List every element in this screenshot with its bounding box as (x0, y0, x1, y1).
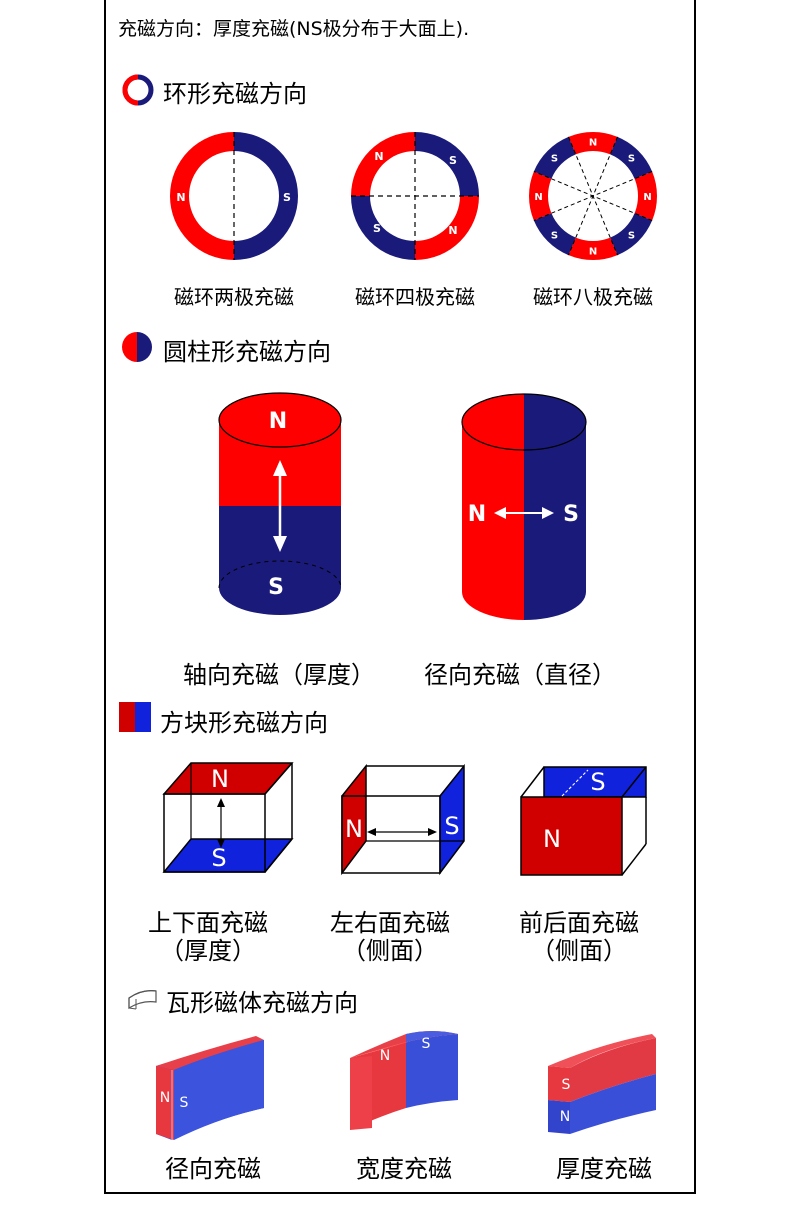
pole-label: N (160, 1090, 170, 1106)
ring-segment-south (234, 132, 298, 260)
pole-label: S (562, 1077, 571, 1093)
ring-segment-south (610, 136, 653, 179)
block-top-bottom-label-1: 上下面充磁 (148, 909, 268, 937)
block-section-title: 方块形充磁方向 (160, 709, 328, 737)
ring-segment-south (533, 136, 576, 179)
ring-segment-north (529, 171, 552, 221)
header-note: 充磁方向：厚度充磁(NS极分布于大面上). (118, 18, 470, 40)
pole-label: N (269, 409, 287, 434)
ring-two-pole-label: 磁环两极充磁 (174, 285, 294, 309)
block-top-bottom-diagram: N S (162, 762, 294, 873)
ring-two-pole-diagram: N S (170, 132, 298, 260)
pole-label: N (543, 825, 561, 853)
pole-label: N (534, 192, 542, 203)
arc-width-diagram: N S (350, 1031, 458, 1130)
pole-label: S (449, 154, 457, 167)
block-left-right-label-1: 左右面充磁 (330, 909, 450, 937)
half-circle-icon (122, 332, 152, 362)
pole-label: N (589, 138, 597, 149)
block-front-back-label-1: 前后面充磁 (519, 909, 639, 937)
ring-segment-north (170, 132, 234, 260)
pole-label: S (551, 153, 558, 164)
ring-segment-south (351, 196, 415, 260)
pole-label: N (643, 192, 651, 203)
pole-label: N (374, 150, 383, 163)
ring-section-title: 环形充磁方向 (163, 80, 307, 108)
ring-segment-north (634, 171, 657, 221)
cylinder-radial-label: 径向充磁（直径） (424, 661, 616, 689)
ring-segment-south (533, 213, 576, 256)
pole-label: S (551, 231, 558, 242)
cylinder-axial-diagram: N S (218, 392, 342, 615)
ring-segment-north (568, 132, 618, 155)
red-blue-square-icon (119, 702, 151, 732)
pole-label: N (560, 1109, 570, 1125)
arc-thickness-diagram: S N (548, 1034, 656, 1134)
block-left-right-diagram: N S (341, 763, 465, 876)
cylinder-axial-label: 轴向充磁（厚度） (183, 661, 375, 689)
pole-label: S (563, 502, 579, 527)
pole-label: N (176, 191, 185, 204)
arc-section-title: 瓦形磁体充磁方向 (166, 989, 358, 1017)
arc-thickness-label: 厚度充磁 (556, 1155, 652, 1183)
ring-segment-south (610, 213, 653, 256)
pole-label: S (373, 222, 381, 235)
pole-label: N (468, 502, 486, 527)
arc-width-label: 宽度充磁 (356, 1155, 452, 1183)
ring-eight-pole-diagram: N S N S N S N S (529, 132, 657, 260)
ring-segment-north (568, 237, 618, 260)
arc-segment-icon (128, 990, 157, 1010)
pole-label: S (444, 812, 459, 840)
block-top-bottom-label-2: （厚度） (160, 937, 256, 965)
ring-segment-south (415, 132, 479, 196)
arc-radial-diagram: N S (156, 1036, 264, 1140)
pole-label: S (628, 153, 635, 164)
pole-label: S (211, 844, 226, 872)
ring-segment-north (415, 196, 479, 260)
arc-radial-label: 径向充磁 (165, 1155, 261, 1183)
pole-label: N (380, 1048, 390, 1064)
pole-label: S (590, 768, 605, 796)
content-frame (104, 0, 696, 1194)
pole-label: N (211, 765, 229, 793)
pole-label: N (448, 224, 457, 237)
block-front-back-label-2: （侧面） (531, 937, 627, 965)
cylinder-section-title: 圆柱形充磁方向 (163, 338, 331, 366)
ring-eight-pole-label: 磁环八极充磁 (533, 285, 653, 309)
ring-four-pole-label: 磁环四极充磁 (355, 285, 475, 309)
ring-icon (122, 74, 154, 106)
ring-four-pole-diagram: N S N S (351, 132, 479, 260)
pole-label: N (345, 815, 363, 843)
ring-divider-line (533, 171, 653, 221)
pole-label: S (180, 1095, 189, 1111)
cylinder-radial-diagram: N S (461, 393, 587, 620)
pole-label: S (283, 191, 291, 204)
ring-segment-north (351, 132, 415, 196)
pole-label: S (422, 1036, 431, 1052)
block-front-back-diagram: S N (520, 766, 647, 876)
block-left-right-label-2: （侧面） (342, 937, 438, 965)
pole-label: S (628, 231, 635, 242)
pole-label: N (589, 247, 597, 258)
pole-label: S (268, 575, 284, 600)
